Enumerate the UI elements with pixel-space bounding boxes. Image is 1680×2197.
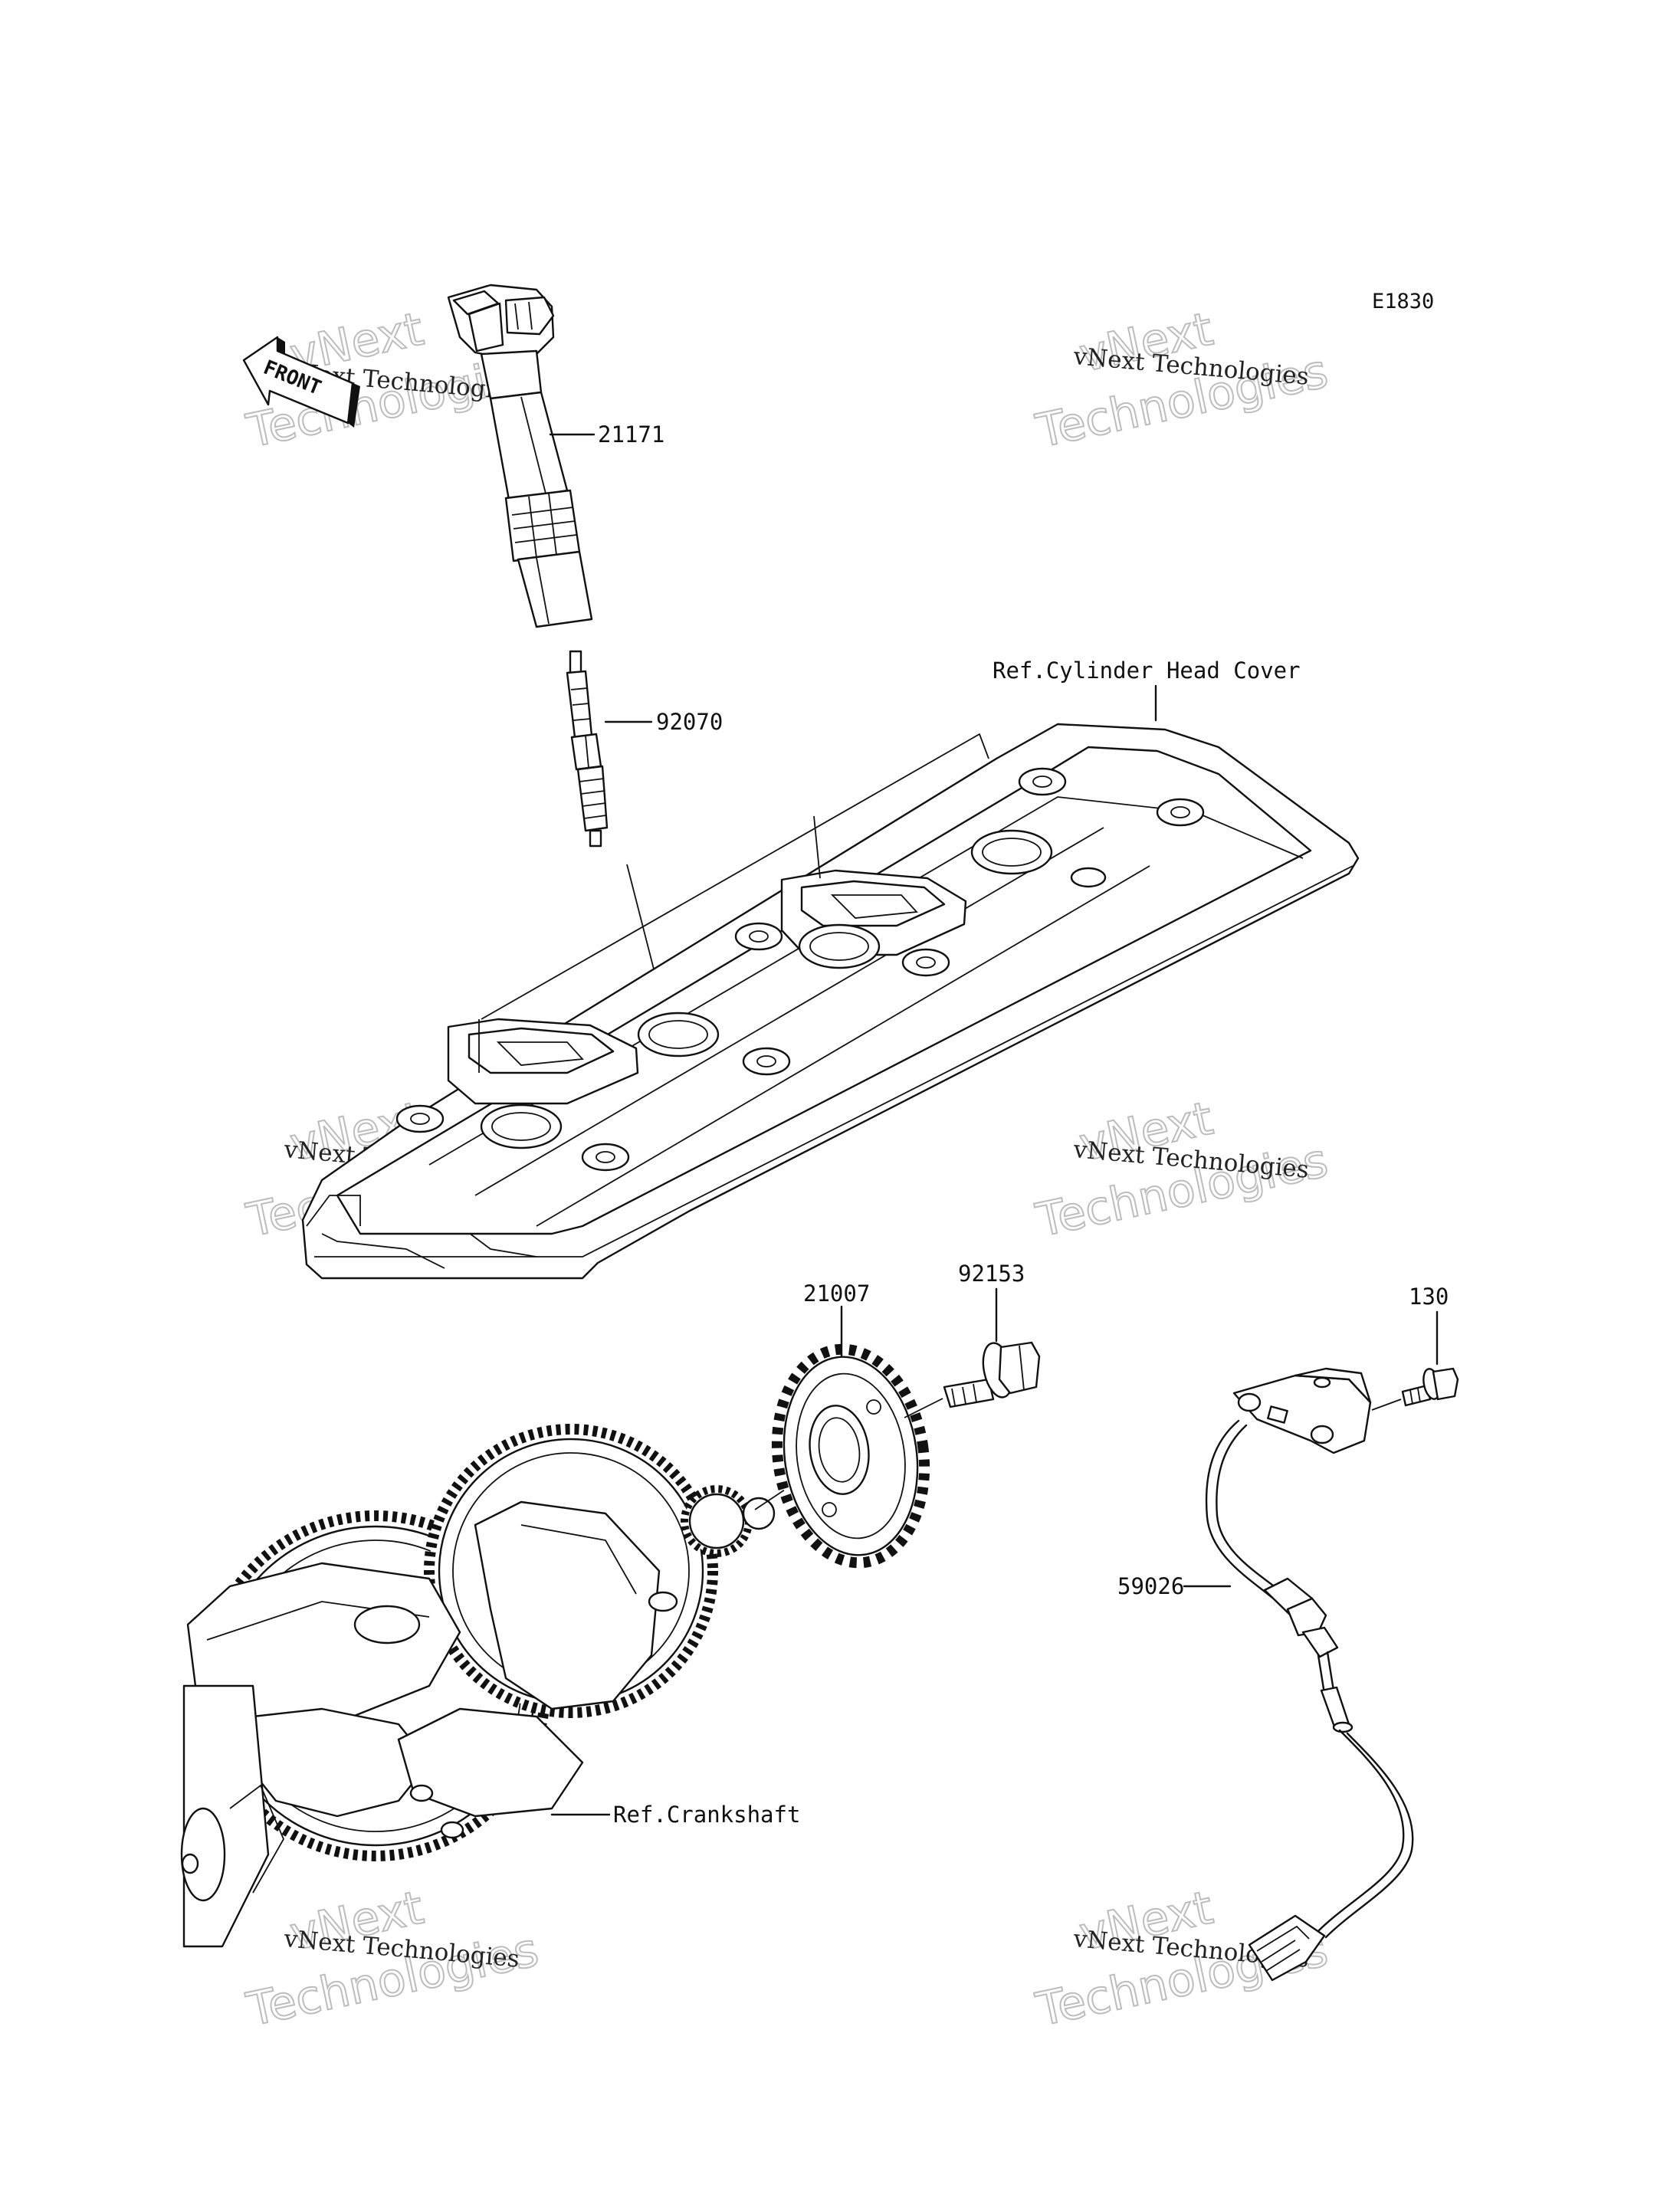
install-line-sensor-bolt [1371, 1399, 1402, 1411]
ignition-coil [447, 284, 593, 628]
sensor-bolt [1401, 1367, 1459, 1407]
spark-plug [566, 650, 609, 848]
label-130: 130 [1409, 1284, 1449, 1310]
label-cylinder-head-cover: Ref.Cylinder Head Cover [993, 657, 1301, 684]
label-59026: 59026 [1117, 1573, 1184, 1599]
diagram-code: E1830 [1372, 290, 1434, 313]
label-92070: 92070 [656, 709, 723, 735]
cylinder-head-cover [301, 723, 1360, 1280]
ref-bracket-line [481, 733, 989, 1020]
install-line-bolt [904, 1398, 943, 1418]
label-21007: 21007 [803, 1280, 870, 1307]
plug-hole-1 [480, 1103, 563, 1149]
timing-rotor [771, 1343, 930, 1569]
rotor-bolt [943, 1341, 1041, 1408]
ref-bracket-line [813, 815, 821, 879]
label-crankshaft: Ref.Crankshaft [613, 1802, 800, 1828]
plug-hole-3 [798, 923, 881, 969]
crankshaft [180, 1424, 776, 1948]
plug-hole-4 [970, 829, 1053, 875]
plug-hole-2 [637, 1012, 720, 1058]
crankshaft-sensor [1205, 1367, 1414, 1982]
label-92153: 92153 [958, 1261, 1025, 1287]
label-21171: 21171 [598, 421, 664, 448]
